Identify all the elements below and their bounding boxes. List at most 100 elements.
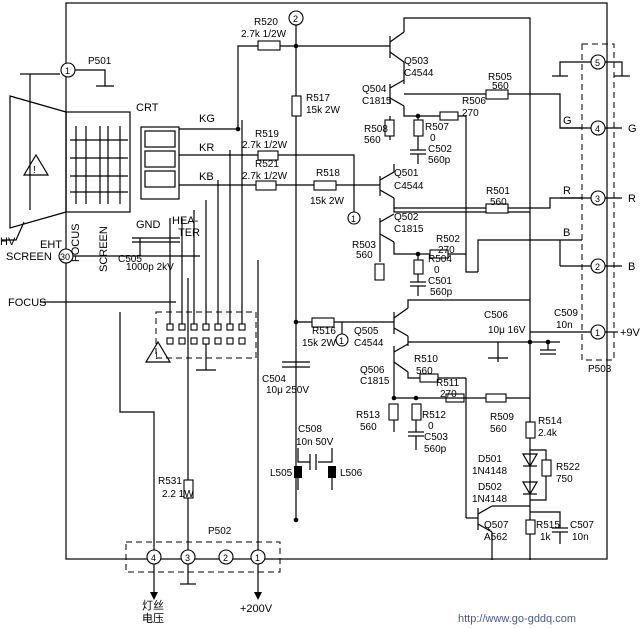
r506-value: 270 [462,108,479,119]
q501-ref: Q501 [394,168,419,179]
p502-pin-1: 1 [255,553,260,563]
r509-ref: R509 [490,412,514,423]
d501-diode [521,453,539,468]
r506-ref: R506 [462,96,486,107]
q505-ref: Q505 [354,326,379,337]
q507-ref: Q507 [484,520,509,531]
q506-type: C1815 [360,376,390,387]
r504-ref: R504 [428,254,452,265]
focus-vertical-label: FOCUS [70,224,82,263]
c503-ref: C503 [424,432,448,443]
c508-ref: C508 [298,424,322,435]
q504-ref: Q504 [362,84,387,95]
r516-resistor [311,317,335,328]
r502-value: 270 [438,245,455,256]
r506-resistor [439,111,459,121]
p502-label: P502 [208,526,232,537]
r512-resistor [411,403,422,421]
r519-ref: R519 [255,129,279,140]
c502-value: 560p [428,155,451,166]
r503-value: 560 [356,250,373,261]
c508-value: 10n 50V [296,437,334,448]
c509-value: 10n [556,320,573,331]
r502-resistor [429,249,449,259]
r519-resistor [257,150,279,161]
node-1-a-label: 1 [351,214,356,224]
supply-200v-label: +200V [240,603,273,615]
l505-ferrite [294,466,302,478]
c505-ref: C505 [118,254,142,265]
r516-ref: R516 [312,326,336,337]
r514-ref: R514 [538,416,562,427]
pin-kb-label: KB [199,171,214,183]
p502-connector [125,541,281,573]
c504-value: 10μ 250V [266,385,309,396]
r521-value: 2.7k 1/2W [242,171,288,182]
r519-value: 2.7k 1/2W [242,140,288,151]
screen-node-label: 30 [60,252,70,262]
pin-heater-label-2: TER [178,227,200,239]
c509-ref: C509 [554,308,578,319]
r505-resistor [485,89,509,100]
p503-pin-5: 5 [595,58,600,68]
r-output-label: R [628,193,636,205]
node-1-a [347,211,361,225]
crt-label: CRT [136,102,159,114]
r520-ref: R520 [254,17,278,28]
warning-icon-socket [144,340,172,363]
r522-value: 750 [556,474,573,485]
pin-heater-label-1: HEA- [172,215,199,227]
r505-ref: R505 [488,72,512,83]
p502-pin-4: 4 [151,553,156,563]
d502-type: 1N4148 [472,494,507,505]
r513-value: 560 [360,422,377,433]
r508-ref: R508 [364,124,388,135]
p503-pin-2: 2 [595,262,600,272]
p503-pin-1: 1 [595,328,600,338]
socket-pins [166,120,246,371]
r517-ref: R517 [306,93,330,104]
board-outline [65,2,608,560]
r511-value: 270 [440,389,457,400]
p503-pin-3: 3 [595,194,600,204]
r503-resistor [374,263,385,281]
screen-input-label: SCREEN [6,251,52,263]
crt-symbol: ! [2,73,180,241]
r517-value: 15k 2W [306,105,340,116]
p501-pin-1-label: 1 [65,66,70,76]
c504-ref: C504 [262,374,286,385]
screen-vertical-label: SCREEN [98,226,110,272]
r517-resistor [291,95,302,117]
hv-label: HV [0,236,16,248]
r531-value: 2.2 1W [162,489,194,500]
kg-line [179,45,390,130]
r509-resistor [485,393,507,403]
p502-pin-3: 3 [185,553,190,563]
r515-value: 1k [540,532,552,543]
r-signal-label: R [563,185,571,197]
r515-resistor [525,519,536,535]
r504-resistor [413,259,424,275]
r501-resistor [485,203,509,214]
r513-resistor [388,403,399,421]
r520-resistor [257,40,281,51]
p503-pin-4: 4 [595,124,600,134]
r507-ref: R507 [425,122,449,133]
r505-value: 560 [492,81,509,92]
q502-type: C1815 [394,224,424,235]
q502-ref: Q502 [394,212,419,223]
c505-value: 1000p 2kV [126,262,174,273]
pin-gnd-label: GND [136,219,161,231]
r518-value: 15k 2W [310,196,344,207]
r508-resistor [384,119,395,137]
c502-ref: C502 [428,144,452,155]
b-signal-label: B [563,227,570,239]
r511-ref: R511 [436,378,460,389]
l506-ferrite [328,466,336,478]
q507-type: A562 [484,532,508,543]
r509-value: 560 [490,424,507,435]
pin-kr-label: KR [199,142,214,154]
l505-label: L505 [270,468,293,479]
r520-value: 2.7k 1/2W [241,29,287,40]
